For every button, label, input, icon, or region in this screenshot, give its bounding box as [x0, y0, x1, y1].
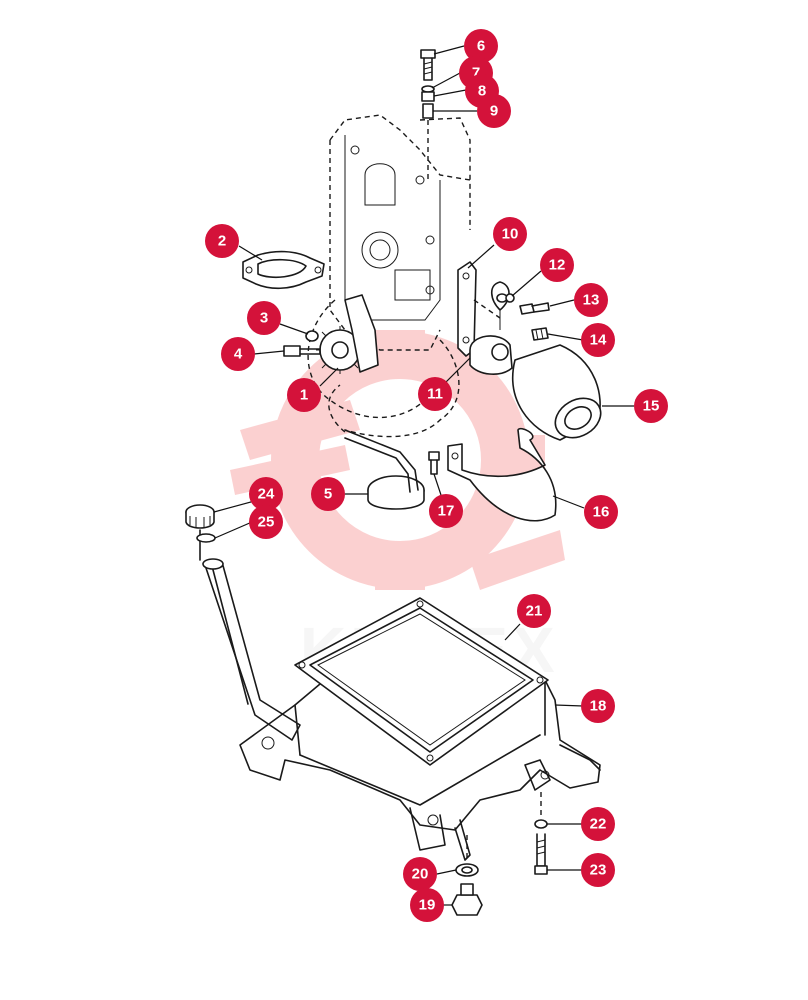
callout-24[interactable]: 24 — [249, 477, 283, 511]
callout-12[interactable]: 12 — [540, 248, 574, 282]
callout-18-label: 18 — [590, 698, 607, 715]
washer-7 — [421, 85, 435, 93]
collar-9 — [422, 103, 434, 119]
callout-15-label: 15 — [643, 398, 660, 415]
callout-20[interactable]: 20 — [403, 857, 437, 891]
filter-bracket-16 — [447, 427, 557, 522]
bolt-6 — [420, 49, 436, 81]
oil-strainer-5 — [328, 384, 425, 510]
callout-8-label: 8 — [478, 83, 486, 100]
callout-11-label: 11 — [427, 386, 443, 403]
oil-pump-gear — [316, 294, 379, 374]
callout-13[interactable]: 13 — [574, 283, 608, 317]
callout-23[interactable]: 23 — [581, 853, 615, 887]
bolt-13 — [519, 302, 550, 315]
watermark-gear-ring — [271, 331, 529, 589]
callout-5[interactable]: 5 — [311, 477, 345, 511]
plug-14 — [531, 327, 549, 341]
callout-4-label: 4 — [234, 346, 243, 363]
callout-9[interactable]: 9 — [477, 94, 511, 128]
leader-lines — [213, 45, 634, 906]
washer-12 — [496, 293, 515, 303]
oil-filter-15 — [512, 344, 602, 441]
callout-17[interactable]: 17 — [429, 494, 463, 528]
callout-10[interactable]: 10 — [493, 217, 527, 251]
gasket-2 — [242, 250, 325, 290]
callout-12-label: 12 — [549, 257, 566, 274]
callout-22-label: 22 — [590, 816, 607, 833]
bolt-4 — [283, 345, 321, 357]
callout-4[interactable]: 4 — [221, 337, 255, 371]
callout-13-label: 13 — [583, 292, 600, 309]
callout-7-label: 7 — [472, 65, 480, 82]
dipstick-tube — [202, 558, 301, 741]
callout-22[interactable]: 22 — [581, 807, 615, 841]
callout-10-label: 10 — [502, 226, 519, 243]
callout-25-label: 25 — [258, 514, 275, 531]
drain-plug-19 — [451, 883, 483, 916]
callout-1-label: 1 — [300, 387, 308, 404]
engine-block-outline — [307, 114, 471, 438]
callout-3[interactable]: 3 — [247, 301, 281, 335]
pan-gasket-21 — [294, 597, 549, 766]
callout-6[interactable]: 6 — [464, 29, 498, 63]
washer-3 — [305, 330, 319, 342]
callout-6-label: 6 — [477, 38, 485, 55]
o-ring-25 — [196, 533, 216, 543]
bolt-23 — [534, 833, 548, 875]
washer-22 — [534, 819, 548, 829]
screw-17 — [428, 451, 440, 475]
callout-18[interactable]: 18 — [581, 689, 615, 723]
callout-2-label: 2 — [218, 233, 226, 250]
callout-11[interactable]: 11 — [418, 377, 452, 411]
callout-14[interactable]: 14 — [581, 323, 615, 357]
callout-2[interactable]: 2 — [205, 224, 239, 258]
callout-15[interactable]: 15 — [634, 389, 668, 423]
callout-21-label: 21 — [526, 603, 543, 620]
callout-5-label: 5 — [324, 486, 332, 503]
callout-24-label: 24 — [258, 486, 275, 503]
drain-washer-20 — [455, 863, 479, 877]
callout-21[interactable]: 21 — [517, 594, 551, 628]
callout-16-label: 16 — [593, 504, 610, 521]
callout-23-label: 23 — [590, 862, 607, 879]
callout-16[interactable]: 16 — [584, 495, 618, 529]
spacer-8 — [421, 91, 435, 102]
callout-20-label: 20 — [412, 866, 429, 883]
callout-9-label: 9 — [490, 103, 498, 120]
callout-3-label: 3 — [260, 310, 268, 327]
dipstick-cap-24 — [185, 504, 215, 561]
callout-25[interactable]: 25 — [249, 505, 283, 539]
callout-14-label: 14 — [590, 332, 607, 349]
callout-17-label: 17 — [438, 503, 455, 520]
callout-19-label: 19 — [419, 897, 436, 914]
callout-19[interactable]: 19 — [410, 888, 444, 922]
callout-1[interactable]: 1 — [287, 378, 321, 412]
